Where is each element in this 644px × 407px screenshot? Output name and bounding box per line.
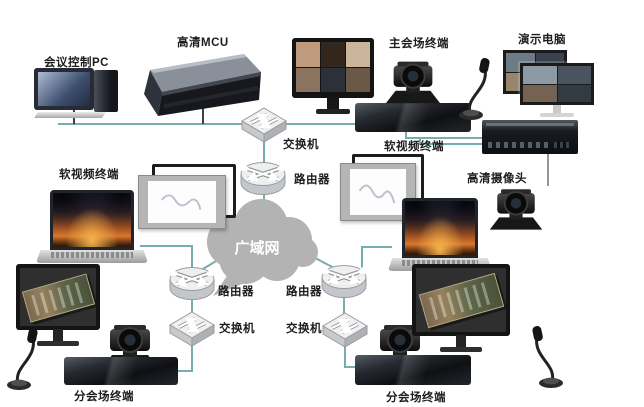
pc-screen <box>38 72 90 106</box>
mic-main-icon <box>459 58 490 120</box>
tablet-body <box>138 175 226 229</box>
ptz-camera-hd-icon <box>489 189 543 230</box>
tablet-screen <box>148 181 216 223</box>
router-right-icon <box>319 263 369 298</box>
videowall-tiles <box>296 42 370 92</box>
rack-codec-icon <box>482 120 578 154</box>
monitor-base <box>37 341 79 346</box>
switch-right-icon <box>322 312 368 348</box>
pc-tower <box>94 70 118 112</box>
monitor-front <box>520 63 594 105</box>
laptop-screen <box>402 198 478 258</box>
label-main-terminal: 主会场终端 <box>389 38 449 50</box>
mic-branch-left-icon <box>7 328 38 390</box>
videowall-frame <box>292 38 374 98</box>
rack-server-icon <box>144 54 261 116</box>
circuit-board-image <box>22 273 96 323</box>
label-branch-left: 分会场终端 <box>74 391 134 403</box>
monitor-neck <box>456 335 466 347</box>
monitor-neck <box>327 97 339 109</box>
laptop-left-icon <box>36 190 148 263</box>
router-top-icon <box>238 160 288 195</box>
switch-top-icon <box>241 107 287 143</box>
branch-codec-right <box>355 355 471 385</box>
pc-keyboard <box>34 112 106 118</box>
monitor-stand <box>553 105 561 114</box>
monitor-base <box>440 347 482 352</box>
label-router-left: 路由器 <box>218 286 254 298</box>
label-control-pc: 会议控制PC <box>44 57 109 69</box>
label-demo-pc: 演示电脑 <box>518 34 566 46</box>
main-venue-codec <box>355 103 471 132</box>
monitor-neck <box>53 329 63 341</box>
laptop-screen <box>50 190 134 250</box>
wan-cloud-icon: 广域网 <box>207 199 318 296</box>
desktop-pc-icon <box>34 68 118 118</box>
monitor-base <box>540 113 574 117</box>
label-mcu: 高清MCU <box>177 37 229 49</box>
circuit-board-image <box>418 273 506 329</box>
ptz-camera-main-icon <box>385 61 441 104</box>
dual-monitors-icon <box>503 50 597 118</box>
tablet-left-icon <box>138 164 238 230</box>
label-hd-camera: 高清摄像头 <box>467 173 527 185</box>
monitor-base <box>316 109 350 114</box>
tablet-screen <box>350 169 406 215</box>
label-branch-right: 分会场终端 <box>386 392 446 404</box>
monitor-screen <box>20 268 96 326</box>
label-router-top: 路由器 <box>294 174 330 186</box>
laptop-right-icon <box>388 198 492 271</box>
label-switch-top: 交换机 <box>283 139 319 151</box>
monitor-frame <box>16 264 100 330</box>
monitor-frame <box>412 264 510 336</box>
wan-cloud-label: 广域网 <box>234 239 279 257</box>
branch-monitor-right-icon <box>412 264 510 352</box>
pc-monitor <box>34 68 94 110</box>
branch-codec-left <box>64 357 178 385</box>
label-soft-terminal-right: 软视频终端 <box>384 141 444 153</box>
monitor-screen <box>416 268 506 332</box>
label-switch-right: 交换机 <box>286 323 322 335</box>
label-switch-left: 交换机 <box>219 323 255 335</box>
router-left-icon <box>167 265 217 300</box>
videowall-monitor-icon <box>292 38 374 114</box>
label-soft-terminal-left: 软视频终端 <box>59 169 119 181</box>
switch-left-icon <box>169 311 215 347</box>
mic-branch-right-icon <box>532 326 563 388</box>
laptop-base <box>36 250 148 263</box>
label-router-right: 路由器 <box>286 286 322 298</box>
branch-monitor-left-icon <box>16 264 100 346</box>
